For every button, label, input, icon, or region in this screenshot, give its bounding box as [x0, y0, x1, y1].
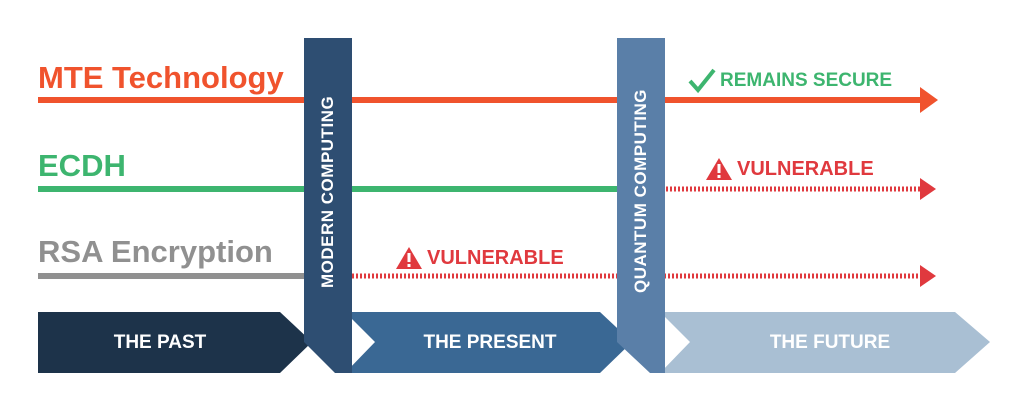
era-present-label: THE PRESENT: [423, 332, 557, 353]
era-past-label: THE PAST: [113, 332, 207, 353]
check-icon: [688, 68, 716, 94]
quantum-computing-pillar: [617, 38, 665, 290]
quantum-computing-label: QUANTUM COMPUTING: [631, 89, 650, 293]
ecdh-arrowhead: [920, 178, 936, 200]
era-past-arrow: [38, 312, 312, 373]
ecdh-label: ECDH: [38, 148, 126, 183]
rsa-label: RSA Encryption: [38, 234, 273, 269]
quantum-computing-pillar-base: [617, 290, 665, 373]
warning-icon: [395, 246, 423, 270]
mte-secure-text: REMAINS SECURE: [720, 70, 893, 91]
rsa-vulnerable-text: VULNERABLE: [427, 246, 564, 269]
era-present-arrow: [345, 312, 632, 373]
mte-label: MTE Technology: [38, 60, 284, 95]
warning-icon: [705, 157, 733, 181]
ecdh-vulnerable-status: VULNERABLE: [705, 157, 874, 181]
era-future-arrow: [660, 312, 990, 373]
rsa-arrowhead: [920, 265, 936, 287]
rsa-vulnerable-status: VULNERABLE: [395, 246, 564, 270]
mte-secure-status: REMAINS SECURE: [688, 68, 892, 94]
era-future-label: THE FUTURE: [769, 332, 891, 353]
modern-computing-pillar-base: [304, 290, 352, 373]
modern-computing-pillar: [304, 38, 352, 290]
mte-arrowhead: [920, 87, 938, 113]
modern-computing-label: MODERN COMPUTING: [318, 95, 337, 288]
ecdh-vulnerable-text: VULNERABLE: [737, 157, 874, 180]
